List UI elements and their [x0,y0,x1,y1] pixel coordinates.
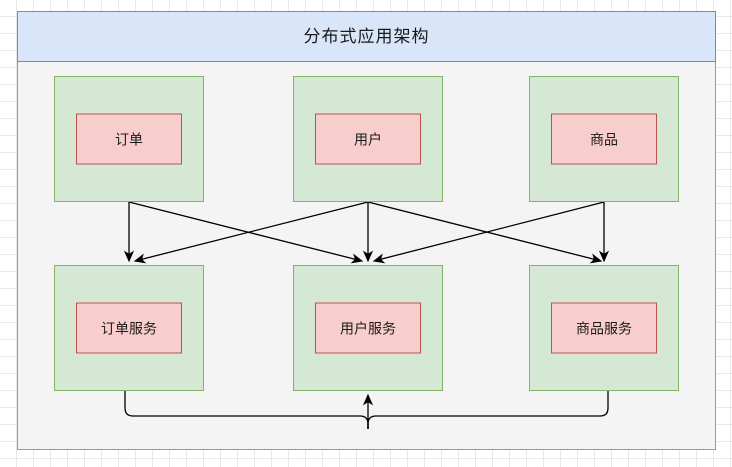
group-user-service[interactable]: 用户服务 [293,265,443,391]
node-product-service-label: 商品服务 [576,320,632,336]
node-order-service-label: 订单服务 [101,320,157,336]
group-order-service[interactable]: 订单服务 [54,265,204,391]
node-user[interactable]: 用户 [315,113,421,165]
group-user[interactable]: 用户 [293,76,443,202]
node-order-label: 订单 [115,131,143,147]
page-title: 分布式应用架构 [303,27,430,46]
node-user-service[interactable]: 用户服务 [315,302,421,354]
node-product-label: 商品 [590,131,618,147]
node-product-service[interactable]: 商品服务 [551,302,657,354]
node-user-service-label: 用户服务 [340,320,396,336]
group-product-service[interactable]: 商品服务 [529,265,679,391]
node-user-label: 用户 [354,131,382,147]
diagram-title-bar[interactable]: 分布式应用架构 [17,11,716,62]
node-order-service[interactable]: 订单服务 [76,302,182,354]
node-product[interactable]: 商品 [551,113,657,165]
group-order[interactable]: 订单 [54,76,204,202]
node-order[interactable]: 订单 [76,113,182,165]
group-product[interactable]: 商品 [529,76,679,202]
